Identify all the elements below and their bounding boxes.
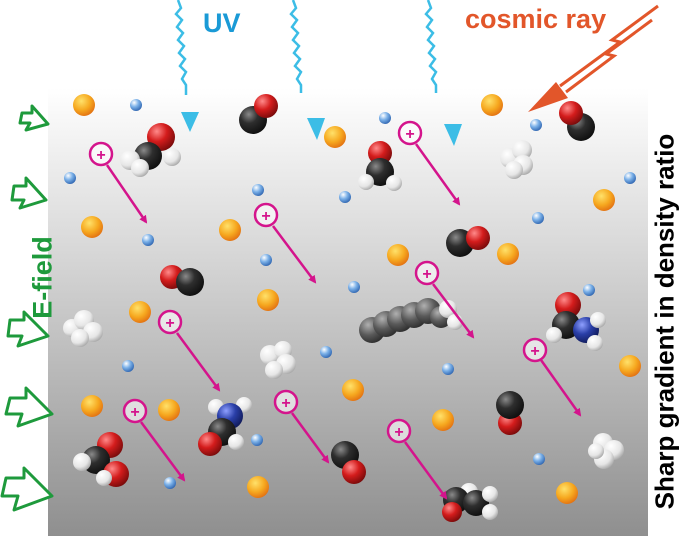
- small-particle: [624, 172, 636, 184]
- ion-marker: [386, 418, 412, 444]
- small-particle: [164, 477, 176, 489]
- dust-grain: [619, 355, 641, 377]
- ion-marker: [522, 337, 548, 363]
- uv-photon-arrow: [174, 0, 199, 132]
- dust-grain: [497, 243, 519, 265]
- hydrogen-cluster: [588, 433, 624, 469]
- cosmic-ray-label: cosmic ray: [465, 4, 607, 34]
- dust-grain: [432, 409, 454, 431]
- small-particle: [251, 434, 263, 446]
- e-field-arrow: [0, 104, 54, 512]
- ion-trajectory: +: [88, 141, 148, 224]
- small-particle-group: [64, 99, 636, 489]
- ion-trajectory: +: [157, 309, 221, 392]
- small-particle: [339, 191, 351, 203]
- dust-grain: [247, 476, 269, 498]
- co-molecule: [160, 265, 204, 296]
- uv-photon-arrow: [424, 0, 462, 146]
- ion-sign: +: [130, 404, 139, 421]
- ion-marker: [273, 389, 299, 415]
- ion-sign: +: [165, 315, 174, 332]
- small-particle: [379, 112, 391, 124]
- small-particle: [320, 346, 332, 358]
- dust-grain-group: [73, 94, 641, 504]
- ion-marker: [122, 398, 148, 424]
- pah-molecule: [359, 298, 463, 343]
- ion-marker: [253, 202, 279, 228]
- formamide-molecule: [198, 397, 252, 456]
- ion-sign: +: [281, 395, 290, 412]
- small-particle: [583, 284, 595, 296]
- ion-trajectory: +: [397, 120, 461, 206]
- acetaldehyde-molecule: [73, 432, 129, 487]
- hydrogen-cluster: [260, 341, 296, 379]
- co-molecule: [331, 441, 366, 484]
- co-molecule: [559, 101, 595, 141]
- ion-trajectory: +: [414, 260, 475, 339]
- small-particle: [348, 281, 360, 293]
- dust-grain: [219, 219, 241, 241]
- dust-grain: [556, 482, 578, 504]
- acetaldehyde-molecule: [120, 123, 181, 177]
- co-molecule: [446, 226, 490, 257]
- e-field-label: E-field: [27, 236, 58, 319]
- co-molecule: [496, 391, 524, 435]
- small-particle: [533, 453, 545, 465]
- ion-trajectory: +: [122, 398, 186, 482]
- dust-grain: [73, 94, 95, 116]
- small-particle: [532, 212, 544, 224]
- ion-marker: [414, 260, 440, 286]
- ion-sign: +: [405, 126, 414, 143]
- small-particle: [64, 172, 76, 184]
- small-particle: [260, 254, 272, 266]
- small-particle: [442, 363, 454, 375]
- ion-sign: +: [394, 424, 403, 441]
- formamide-molecule: [546, 292, 606, 351]
- ion-sign: +: [530, 343, 539, 360]
- density-gradient-label: Sharp gradient in density ratio: [649, 133, 680, 510]
- ion-trajectory: +: [253, 202, 317, 284]
- dust-grain: [387, 244, 409, 266]
- formaldehyde-molecule: [358, 141, 402, 191]
- cosmic-ray-arrow: [528, 4, 659, 112]
- ion-marker: [157, 309, 183, 335]
- hydrogen-cluster: [63, 310, 103, 347]
- dust-grain: [593, 189, 615, 211]
- hydrogen-cluster: [500, 140, 533, 179]
- dust-grain: [342, 379, 364, 401]
- uv-photon-arrow: [289, 0, 325, 140]
- small-particle: [252, 184, 264, 196]
- ion-marker: [88, 141, 114, 167]
- ion-trajectory: +: [386, 418, 448, 500]
- dust-grain: [481, 94, 503, 116]
- dust-grain: [81, 395, 103, 417]
- co-molecule: [239, 94, 278, 134]
- ion-sign: +: [422, 266, 431, 283]
- dust-grain: [257, 289, 279, 311]
- dust-grain: [324, 126, 346, 148]
- ion-marker: [397, 120, 423, 146]
- small-particle: [122, 360, 134, 372]
- dust-grain: [81, 216, 103, 238]
- ion-trajectory: +: [273, 389, 330, 464]
- ion-sign: +: [96, 147, 105, 164]
- formaldehyde-molecule: [442, 483, 498, 522]
- dust-grain: [158, 399, 180, 421]
- uv-label: UV: [203, 8, 241, 38]
- small-particle: [142, 234, 154, 246]
- diagram-canvas: + + + + + + + + +: [0, 0, 659, 536]
- ion-sign: +: [261, 208, 270, 225]
- small-particle: [530, 119, 542, 131]
- dust-grain: [129, 301, 151, 323]
- small-particle: [130, 99, 142, 111]
- ion-trajectory: +: [522, 337, 582, 417]
